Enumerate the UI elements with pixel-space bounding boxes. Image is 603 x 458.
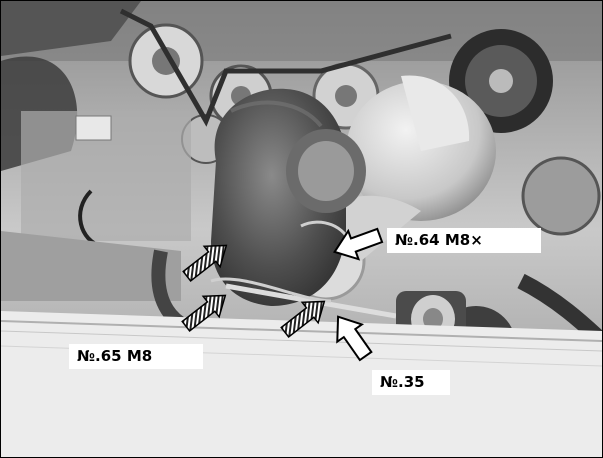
hatched-arrow-upper-bolt <box>182 244 228 283</box>
callout-no65-m8: №.65 M8 <box>69 344 203 369</box>
hatched-arrow-no65-bolt <box>181 294 227 333</box>
arrow-no35 <box>336 315 373 362</box>
radiator <box>1 311 602 457</box>
turbine-housing <box>211 88 366 307</box>
arrow-no64 <box>333 227 384 261</box>
callout-no35: №.35 <box>372 370 450 395</box>
callout-no64-m8: №.64 M8× <box>387 228 541 253</box>
hatched-arrow-lower-bolt <box>280 300 326 339</box>
